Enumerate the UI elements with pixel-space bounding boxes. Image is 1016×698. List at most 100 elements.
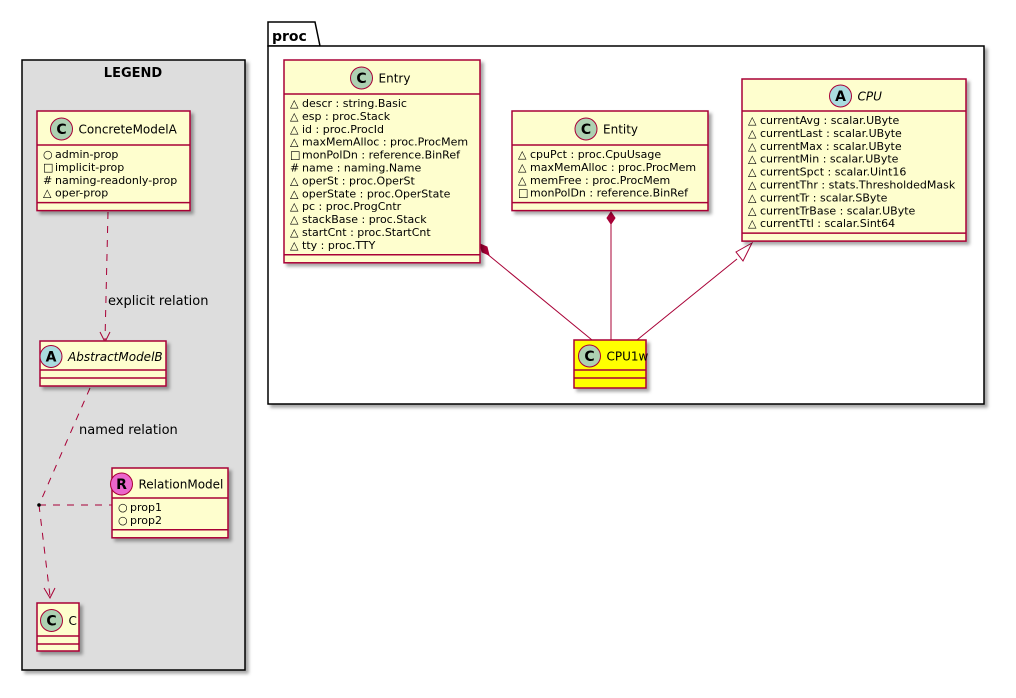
package-visibility-icon: △ [748, 179, 757, 192]
entity-attribute-text: monPolDn : reference.BinRef [530, 187, 689, 200]
named-relation: named relation [37, 387, 178, 600]
explicit-relation-label: explicit relation [108, 294, 208, 309]
concrete-model-a-attribute-text: implicit-prop [55, 161, 124, 174]
cpu1w-stereotype-letter: C [584, 349, 594, 365]
entry-attribute: △tty : proc.TTY [290, 239, 376, 252]
package-visibility-icon: △ [290, 110, 299, 123]
entry-attribute: △startCnt : proc.StartCnt [290, 226, 431, 239]
package-visibility-icon: △ [518, 174, 527, 187]
public-visibility-icon: ○ [43, 148, 53, 161]
relation-model-attribute: ○prop1 [118, 501, 162, 514]
package-name: proc [272, 29, 307, 45]
package-visibility-icon: △ [290, 97, 299, 110]
protected-visibility-icon: # [290, 162, 299, 175]
cpu-attribute-text: currentAvg : scalar.UByte [760, 114, 899, 127]
entry-attribute: △operSt : proc.OperSt [290, 174, 415, 187]
cpu-class-name: CPU [858, 90, 883, 104]
cpu-attribute: △currentThr : stats.ThresholdedMask [748, 179, 956, 192]
entry-attribute-text: pc : proc.ProgCntr [302, 200, 402, 213]
package-visibility-icon: △ [290, 136, 299, 149]
package-visibility-icon: △ [748, 140, 757, 153]
entity-stereotype-icon [574, 117, 598, 141]
relation-model-attribute-text: prop2 [130, 514, 162, 527]
concrete-model-a-attribute-text: admin-prop [55, 148, 118, 161]
legend-title: LEGEND [104, 66, 163, 81]
entry-attribute-text: tty : proc.TTY [302, 239, 376, 252]
entry-attribute-text: maxMemAlloc : proc.ProcMem [302, 136, 468, 149]
entry-composition [479, 243, 593, 341]
cpu-generalization [636, 241, 754, 341]
abstract-model-b-class-name: AbstractModelB [67, 350, 163, 364]
entry-attribute: △id : proc.ProcId [290, 123, 384, 136]
public-visibility-icon: ○ [118, 501, 128, 514]
relation-model-stereotype-icon [110, 472, 133, 496]
cpu-attribute-text: currentTrBase : scalar.UByte [760, 204, 916, 217]
entity-attribute: △cpuPct : proc.CpuUsage [518, 148, 661, 161]
concrete-model-a-attribute: △oper-prop [43, 187, 108, 200]
package-visibility-icon: △ [748, 153, 757, 166]
entry-attribute-text: esp : proc.Stack [302, 110, 391, 123]
private-visibility-icon: □ [290, 149, 300, 162]
public-visibility-icon: ○ [118, 514, 128, 527]
cpu-attribute: △currentTrBase : scalar.UByte [748, 204, 916, 217]
entity-composition [606, 211, 616, 340]
cpu-attribute: △currentLast : scalar.UByte [748, 127, 902, 140]
concrete-model-a-attribute: □implicit-prop [43, 161, 124, 174]
cpu-attribute-text: currentLast : scalar.UByte [760, 127, 902, 140]
package-visibility-icon: △ [748, 217, 757, 230]
package-visibility-icon: △ [290, 213, 299, 226]
entry-attribute-text: id : proc.ProcId [302, 123, 384, 136]
package-visibility-icon: △ [290, 174, 299, 187]
cpu-stereotype-icon [829, 84, 852, 108]
package-visibility-icon: △ [518, 161, 527, 174]
entry-attribute: △pc : proc.ProgCntr [290, 200, 402, 213]
relation-model-attribute-text: prop1 [130, 501, 162, 514]
entry-attribute: △stackBase : proc.Stack [290, 213, 427, 226]
entry-attribute: △operState : proc.OperState [290, 187, 451, 200]
cpu1w-class-name: CPU1w [607, 350, 649, 364]
entity-class-name: Entity [603, 123, 638, 137]
c-stereotype-icon [40, 609, 63, 632]
protected-visibility-icon: # [43, 174, 52, 187]
cpu-attribute: △currentMax : scalar.UByte [748, 140, 902, 153]
concrete-model-a-attribute-text: oper-prop [55, 187, 108, 200]
entity-attribute-text: memFree : proc.ProcMem [530, 174, 670, 187]
cpu-attribute-text: currentMax : scalar.UByte [760, 140, 902, 153]
package-visibility-icon: △ [43, 187, 52, 200]
cpu-attribute-text: currentMin : scalar.UByte [760, 153, 899, 166]
abstract-model-b-class: A AbstractModelB [39, 340, 167, 387]
package-visibility-icon: △ [290, 187, 299, 200]
entry-stereotype-letter: C [356, 71, 366, 87]
relation-model-stereotype-letter: R [116, 477, 127, 493]
entry-attribute-text: descr : string.Basic [302, 97, 407, 110]
cpu-attribute-text: currentThr : stats.ThresholdedMask [760, 179, 956, 192]
c-class-name: C [69, 614, 77, 628]
package-visibility-icon: △ [518, 148, 527, 161]
entity-attribute-text: cpuPct : proc.CpuUsage [530, 148, 661, 161]
cpu-attribute-text: currentTtl : scalar.Sint64 [760, 217, 895, 230]
entry-attribute-text: name : naming.Name [302, 162, 422, 175]
package-visibility-icon: △ [290, 200, 299, 213]
entry-attribute-text: operSt : proc.OperSt [302, 174, 415, 187]
cpu-attribute: △currentTtl : scalar.Sint64 [748, 217, 895, 230]
entry-stereotype-icon [350, 66, 373, 90]
cpu-attribute: △currentMin : scalar.UByte [748, 153, 899, 166]
entity-attribute: □monPolDn : reference.BinRef [518, 187, 689, 200]
abstract-model-b-stereotype-letter: A [46, 350, 57, 366]
entry-class-name: Entry [379, 72, 411, 86]
relation-model-attribute: ○prop2 [118, 514, 162, 527]
entity-attribute: △memFree : proc.ProcMem [518, 174, 670, 187]
entry-attribute: #name : naming.Name [290, 162, 422, 175]
entity-attribute: △maxMemAlloc : proc.ProcMem [518, 161, 696, 174]
entry-attribute-text: startCnt : proc.StartCnt [302, 226, 431, 239]
concrete-model-a-class-name: ConcreteModelA [79, 123, 178, 137]
c-stereotype-letter: C [46, 614, 56, 630]
concrete-model-a-attribute: #naming-readonly-prop [43, 174, 177, 187]
cpu-attribute-text: currentTr : scalar.SByte [760, 191, 888, 204]
